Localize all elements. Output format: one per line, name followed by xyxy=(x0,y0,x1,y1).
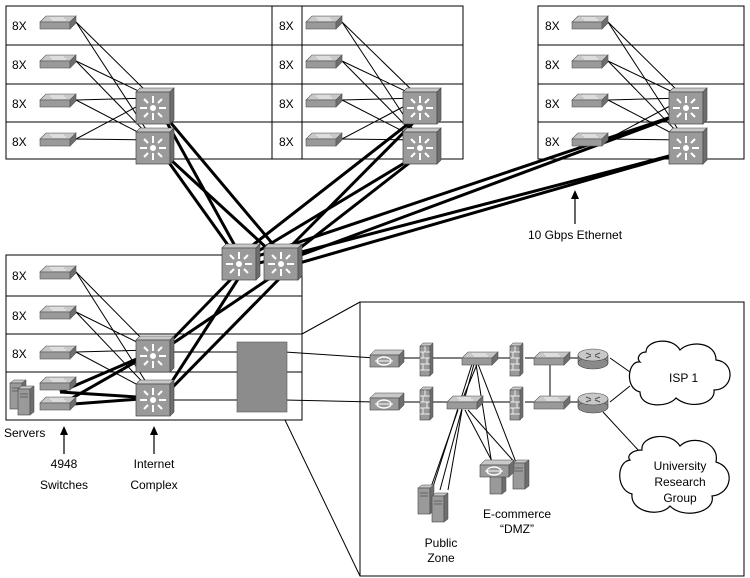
firewall-icon xyxy=(509,386,524,421)
internet-complex-zoom-panel xyxy=(284,301,745,577)
internet-complex-block xyxy=(236,341,288,413)
access-switch-icon xyxy=(39,396,77,411)
load-balancer-icon xyxy=(369,349,405,368)
label-8x: 8X xyxy=(545,58,560,72)
access-switch-icon xyxy=(461,351,499,366)
label-8x: 8X xyxy=(279,97,294,111)
label-8x: 8X xyxy=(545,19,560,33)
label-8x: 8X xyxy=(545,135,560,149)
access-switch-icon xyxy=(571,15,609,30)
access-switch-icon xyxy=(446,395,484,410)
university-label-line3: Group xyxy=(663,491,697,505)
label-8x: 8X xyxy=(12,347,27,361)
label-8x: 8X xyxy=(12,269,27,283)
access-switch-icon xyxy=(533,351,571,366)
ten-gig-links xyxy=(59,108,693,407)
load-balancer-icon xyxy=(369,392,405,411)
firewall-icon xyxy=(419,386,434,421)
multilayer-switch-icon xyxy=(402,87,442,125)
access-switch-icon xyxy=(39,93,77,108)
ethernet-label: 10 Gbps Ethernet xyxy=(528,228,623,242)
public-zone-label-line2: Zone xyxy=(427,551,455,565)
cloud-icon xyxy=(619,435,730,514)
multilayer-switch-icon xyxy=(263,243,303,281)
block-multipliers: 8X 8X 8X 8X 8X 8X 8X 8X 8X 8X 8X 8X 8X 8… xyxy=(12,19,560,361)
internet-complex-line2: Complex xyxy=(130,478,177,492)
access-switch-icon xyxy=(39,376,77,391)
server-icon xyxy=(9,379,35,416)
multilayer-switch-icon xyxy=(668,127,708,165)
access-switch-icon xyxy=(533,395,571,410)
access-switch-icon xyxy=(39,265,77,280)
switches-4948-callout: 4948 Switches xyxy=(40,426,88,492)
access-switch-icon xyxy=(305,93,343,108)
university-label-line2: Research xyxy=(654,475,705,489)
ecommerce-label-line2: “DMZ” xyxy=(500,522,534,536)
label-8x: 8X xyxy=(279,58,294,72)
access-switch-icon xyxy=(571,93,609,108)
access-switch-icon xyxy=(305,15,343,30)
server-icon xyxy=(431,492,449,523)
access-switch-icon xyxy=(305,132,343,147)
servers-label: Servers xyxy=(4,426,45,440)
multilayer-switch-icon xyxy=(135,127,175,165)
dmz-links xyxy=(400,357,641,491)
label-8x: 8X xyxy=(545,97,560,111)
label-8x: 8X xyxy=(12,97,27,111)
server-icon xyxy=(417,484,435,515)
university-label-line1: University xyxy=(654,459,707,473)
router-icon xyxy=(577,348,609,370)
label-8x: 8X xyxy=(279,19,294,33)
switches-4948-line1: 4948 xyxy=(51,457,78,471)
building-block-right xyxy=(537,5,745,160)
access-switch-icon xyxy=(571,54,609,69)
access-switch-icon xyxy=(39,54,77,69)
internet-complex-line1: Internet xyxy=(134,457,175,471)
load-balancer-icon xyxy=(479,459,515,478)
router-icon xyxy=(577,392,609,414)
ethernet-callout: 10 Gbps Ethernet xyxy=(528,190,623,242)
access-switch-icon xyxy=(305,54,343,69)
cloud-icon xyxy=(628,340,731,406)
label-8x: 8X xyxy=(12,309,27,323)
access-switch-icon xyxy=(39,132,77,147)
access-switch-icon xyxy=(39,305,77,320)
server-icon xyxy=(512,459,530,490)
multilayer-switch-icon xyxy=(668,87,708,125)
multilayer-switch-icon xyxy=(402,127,442,165)
access-switch-icon xyxy=(39,15,77,30)
access-switch-icon xyxy=(39,345,77,360)
firewall-icon xyxy=(509,342,524,377)
label-8x: 8X xyxy=(12,19,27,33)
multilayer-switch-icon xyxy=(221,243,261,281)
multilayer-switch-icon xyxy=(135,87,175,125)
switches-4948-line2: Switches xyxy=(40,478,88,492)
dmz-devices xyxy=(369,342,609,523)
label-8x: 8X xyxy=(12,135,27,149)
label-8x: 8X xyxy=(12,58,27,72)
ecommerce-label-line1: E-commerce xyxy=(483,507,551,521)
internet-complex-callout: Internet Complex xyxy=(130,426,178,492)
public-zone-label-line1: Public xyxy=(425,536,458,550)
access-switch-icon xyxy=(571,132,609,147)
multilayer-switch-icon xyxy=(135,379,175,417)
isp-label: ISP 1 xyxy=(669,371,698,385)
multilayer-switch-icon xyxy=(135,335,175,373)
firewall-icon xyxy=(419,342,434,377)
label-8x: 8X xyxy=(279,135,294,149)
